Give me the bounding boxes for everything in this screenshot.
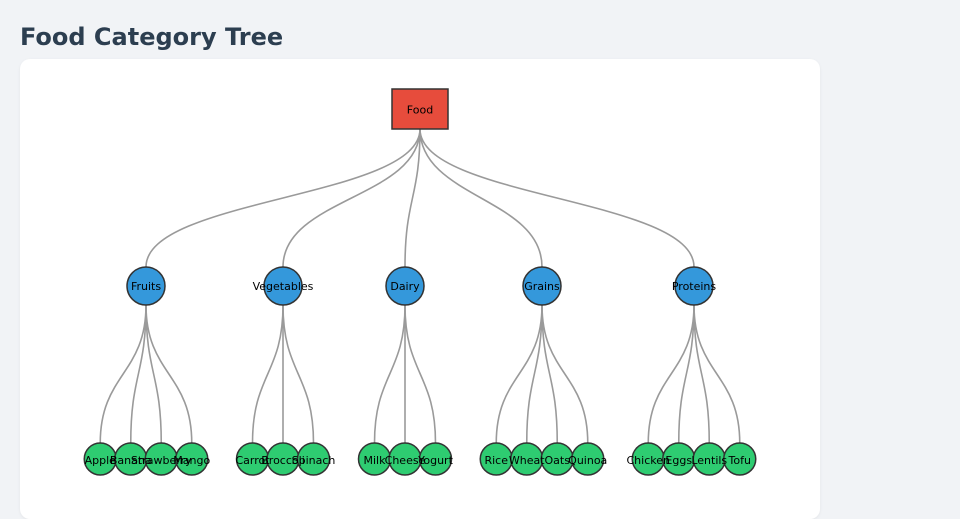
link-proteins-chicken — [647, 304, 695, 444]
tree-node-dairy[interactable]: Dairy — [385, 266, 425, 306]
leaf-node-label: Rice — [484, 454, 508, 467]
tree-node-grains[interactable]: Grains — [522, 266, 562, 306]
leaf-node-label: Carrot — [235, 454, 270, 467]
link-grains-oats — [541, 304, 559, 444]
category-node-circle — [263, 266, 303, 306]
leaf-node-label: Broccoli — [261, 454, 305, 467]
link-fruits-apple — [99, 304, 147, 444]
tree-node-fruits[interactable]: Fruits — [126, 266, 166, 306]
link-grains-quinoa — [541, 304, 589, 444]
category-node-label: Fruits — [131, 280, 161, 293]
leaf-node-label: Yogurt — [417, 454, 453, 467]
leaf-node-circle — [418, 442, 453, 476]
link-fruits-banana — [129, 304, 147, 444]
category-node-circle — [385, 266, 425, 306]
link-vegetables-carrot — [251, 304, 284, 444]
leaf-node-label: Apple — [85, 454, 117, 467]
tree-node-spinach[interactable] — [296, 442, 331, 476]
category-node-label: Vegetables — [253, 280, 314, 293]
link-fruits-strawberry — [145, 304, 163, 444]
root-node-box — [391, 88, 449, 130]
tree-node-proteins[interactable]: Proteins — [672, 266, 717, 306]
link-dairy-milk — [373, 304, 406, 444]
leaf-node-label: Mango — [173, 454, 210, 467]
link-proteins-eggs — [677, 304, 695, 444]
leaf-node-label: Tofu — [728, 454, 751, 467]
tree-node-tofu[interactable] — [723, 442, 757, 476]
link-grains-wheat — [525, 304, 543, 444]
leaf-node-label: Milk — [364, 454, 387, 467]
tree-node-quinoa[interactable] — [571, 442, 605, 476]
leaf-node-circle — [296, 442, 331, 476]
category-node-circle — [674, 266, 714, 306]
page-title: Food Category Tree — [20, 23, 284, 51]
leaf-node-label: Spinach — [292, 454, 336, 467]
category-node-label: Proteins — [672, 280, 717, 293]
leaf-node-circle — [723, 442, 757, 476]
link-vegetables-spinach — [282, 304, 315, 444]
link-dairy-yogurt — [404, 304, 437, 444]
link-food-vegetables — [282, 128, 421, 268]
link-food-fruits — [145, 128, 421, 268]
leaf-node-label: Eggs — [665, 454, 692, 467]
link-proteins-tofu — [693, 304, 741, 444]
link-proteins-lentils — [693, 304, 711, 444]
link-food-proteins — [419, 128, 695, 268]
link-grains-rice — [495, 304, 543, 444]
leaf-node-label: Banana — [110, 454, 152, 467]
leaf-node-label: Oats — [545, 454, 571, 467]
leaf-node-circle — [175, 442, 209, 476]
link-food-grains — [419, 128, 543, 268]
link-food-dairy — [404, 128, 421, 268]
leaf-node-label: Cheese — [385, 454, 426, 467]
link-fruits-mango — [145, 304, 193, 444]
links-layer — [99, 128, 741, 444]
tree-node-vegetables[interactable]: Vegetables — [253, 266, 314, 306]
leaf-node-circle — [571, 442, 605, 476]
tree-node-mango[interactable] — [175, 442, 209, 476]
leaf-node-label: Quinoa — [568, 454, 607, 467]
leaf-node-label: Strawberry — [131, 454, 192, 467]
tree-node-yogurt[interactable] — [418, 442, 453, 476]
category-node-label: Dairy — [390, 280, 420, 293]
category-node-circle — [522, 266, 562, 306]
category-node-circle — [126, 266, 166, 306]
leaf-node-label: Lentils — [691, 454, 727, 467]
category-node-label: Grains — [524, 280, 560, 293]
leaf-node-label: Chicken — [627, 454, 671, 467]
leaf-node-label: Wheat — [509, 454, 545, 467]
tree-node-food[interactable]: Food — [391, 88, 449, 130]
root-node-label: Food — [407, 104, 433, 117]
